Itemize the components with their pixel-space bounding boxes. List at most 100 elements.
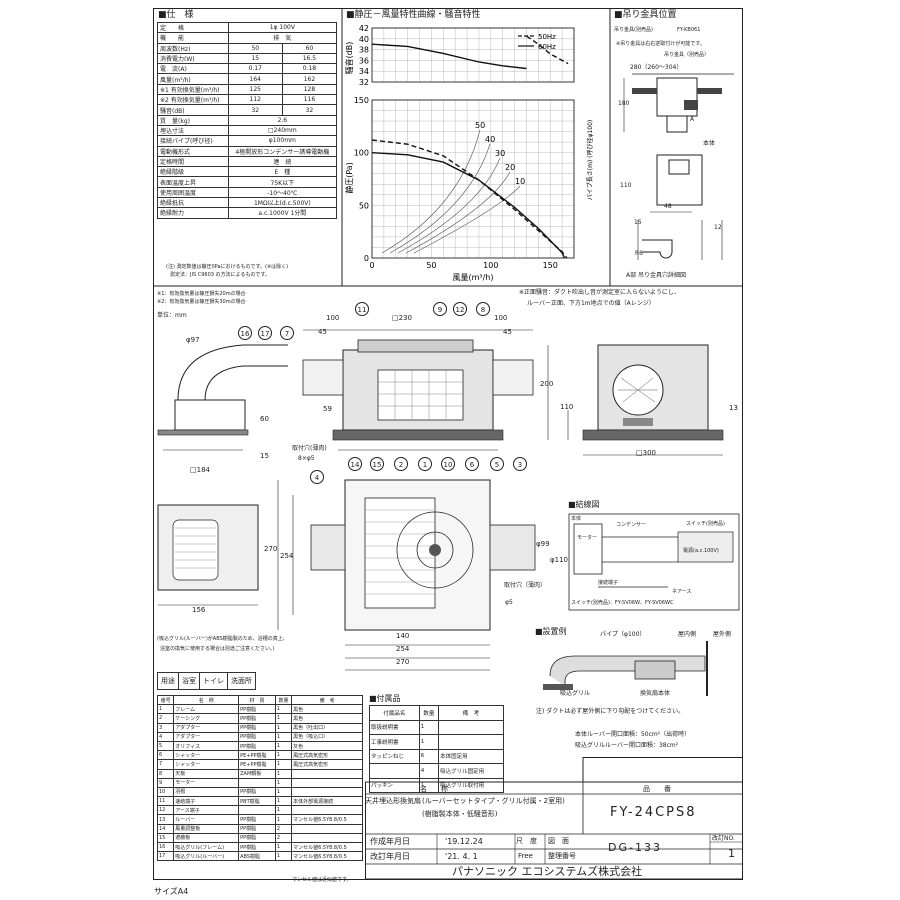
noise-60hz-line — [371, 43, 527, 70]
wiring-motor: モーター — [577, 535, 598, 541]
parts-cell: ZAM鋼板 — [238, 768, 276, 779]
dim-100-right: 100 — [494, 314, 508, 322]
elevation-drawings — [157, 329, 724, 671]
parts-cell — [291, 768, 363, 779]
parts-cell: ABS樹脂 — [238, 851, 276, 862]
parts-cell: 1 — [274, 814, 293, 825]
duct-curve-label: 10 — [515, 177, 525, 186]
footnote-2: ※2：有効換気量は静圧損失30mの場合 — [157, 299, 246, 305]
tb-name-1: 天井埋込形換気扇 — [365, 797, 421, 805]
hole-size-2: φ5 — [505, 599, 513, 606]
duct-curve — [381, 129, 481, 254]
spec-value: a.c.1000V 1分間 — [227, 207, 338, 219]
dim-60: 60 — [260, 415, 269, 423]
dim-phi110: φ110 — [550, 556, 568, 564]
hanger-title: ■吊り金具位置 — [614, 10, 677, 20]
hanger-dim-48: 48 — [664, 203, 672, 210]
parts-cell: 4 — [156, 731, 175, 742]
opening-2: 吸込グリルルーバー開口面積：38cm² — [575, 742, 679, 749]
parts-cell: 吸込グリル(ルーバー) — [173, 851, 240, 862]
pressure-50hz-line — [371, 139, 568, 259]
title-block-lines — [365, 757, 743, 880]
duct-side-label: パイプ長さ(m) (呼び径φ100) — [586, 120, 594, 201]
parts-cell: シャッター — [173, 759, 240, 770]
parts-cell: 2 — [156, 713, 175, 724]
install-outdoor: 屋外側 — [713, 631, 732, 638]
parts-cell: 12 — [156, 805, 175, 816]
unit-label: 単位：mm — [157, 312, 187, 319]
parts-cell: 風圧式高気密形 — [291, 759, 363, 770]
parts-cell: 13 — [156, 814, 175, 825]
tb-model-header: 品 番 — [643, 785, 671, 793]
parts-cell: 黒色（吐出口） — [291, 722, 363, 733]
acc-header-cell: 備 考 — [438, 705, 504, 721]
parts-cell: 10 — [156, 786, 175, 798]
tb-company: パナソニック エコシステムズ株式会社 — [452, 865, 643, 878]
hole-label-2: 取付穴（薄肉） — [504, 582, 547, 589]
parts-cell: 5 — [156, 740, 175, 752]
part-callout: 17 — [258, 326, 272, 340]
dim-15: 15 — [260, 452, 269, 460]
wiring-earth: ネアース — [672, 589, 692, 595]
dim-box-300: □300 — [636, 449, 656, 457]
parts-cell: アダプター — [173, 722, 240, 733]
parts-cell: 7 — [156, 759, 175, 770]
duct-curve — [413, 185, 521, 254]
parts-header-cell: 備 考 — [291, 694, 363, 706]
usage-table: 用途 浴室 トイレ 洗面所 — [157, 672, 256, 690]
x-tick: 50 — [426, 261, 436, 270]
install-grille: 吸込グリル — [560, 690, 591, 697]
parts-cell: 灰色 — [291, 740, 363, 752]
parts-cell: 9 — [156, 777, 175, 788]
parts-cell: 1 — [274, 750, 293, 761]
accessories-title: ■付属品 — [369, 694, 401, 703]
pressure-y-tick: 150 — [354, 96, 369, 105]
tb-rev: 1 — [728, 847, 735, 860]
part-callout: 3 — [513, 457, 527, 471]
acc-cell: 1 — [418, 719, 440, 735]
part-callout: 1 — [418, 457, 432, 471]
dim-110: 110 — [560, 403, 574, 411]
dim-140: 140 — [396, 632, 410, 640]
parts-cell: モーター — [173, 777, 240, 788]
parts-cell: ルーバー — [173, 814, 240, 825]
parts-cell: 黒色（吸込口） — [291, 731, 363, 742]
acc-cell: 1 — [418, 777, 440, 793]
parts-cell: PBT樹脂 — [238, 796, 276, 807]
hanger-dim-r6: R6 — [635, 250, 643, 257]
x-tick: 100 — [483, 261, 498, 270]
pressure-frame — [371, 99, 575, 259]
parts-cell: PE+PP樹脂 — [238, 759, 276, 770]
parts-cell: 黒色 — [291, 704, 363, 715]
part-callout: 7 — [280, 326, 294, 340]
parts-cell — [291, 786, 363, 798]
hanger-a-label: A — [690, 116, 695, 123]
dim-254-v: 254 — [280, 552, 294, 560]
install-body: 換気扇本体 — [640, 690, 671, 697]
tb-rev-label: 改訂NO. — [712, 835, 735, 842]
dim-200: 200 — [540, 380, 554, 388]
parts-header-cell: 数量 — [274, 694, 293, 706]
tb-doc-no: DG-133 — [608, 841, 662, 854]
parts-cell: 11 — [156, 796, 175, 807]
duct-curve — [405, 171, 511, 254]
dim-pipe-dia: φ97 — [186, 336, 200, 344]
noise-y-tick: 42 — [359, 24, 369, 33]
x-axis-label: 風量(m³/h) — [452, 273, 493, 282]
parts-cell — [291, 832, 363, 844]
parts-cell: PP樹脂 — [238, 740, 276, 752]
parts-cell: 1 — [274, 713, 293, 724]
parts-cell: PP樹脂 — [238, 832, 276, 844]
parts-cell: 1 — [274, 786, 293, 798]
parts-cell: PP樹脂 — [238, 786, 276, 798]
dim-box-230: □230 — [392, 314, 412, 322]
